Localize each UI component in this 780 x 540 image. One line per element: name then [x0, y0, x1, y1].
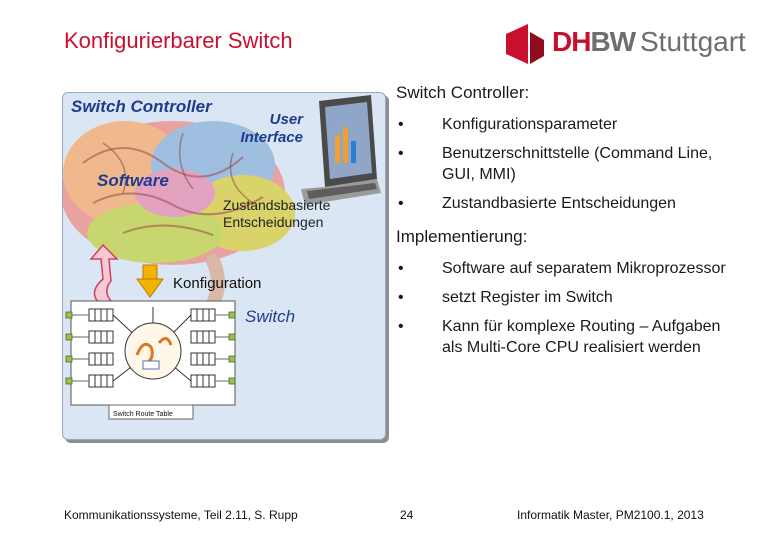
list-item-text: Konfigurationsparameter: [442, 116, 618, 133]
label-switch-route-table: Switch Route Table: [113, 411, 173, 418]
laptop-icon: [301, 95, 381, 205]
bullet: •: [398, 260, 404, 277]
brain-icon: [63, 121, 295, 332]
label-zustand-line2: Entscheidungen: [223, 214, 324, 230]
list-item-text: Software auf separatem Mikroprozessor: [442, 260, 726, 277]
bullet: •: [398, 195, 404, 212]
bullet: •: [398, 289, 404, 306]
logo-wordmark-dh: DH: [552, 26, 591, 57]
label-konfiguration: Konfiguration: [173, 275, 262, 292]
list-item-text: setzt Register im Switch: [442, 289, 613, 306]
label-switch-controller: Switch Controller: [71, 97, 212, 116]
switch-controller-diagram: Switch Controller User Interface Softwar…: [62, 92, 386, 440]
heading-implementierung: Implementierung:: [396, 227, 528, 246]
diagram-graphics: [63, 95, 381, 420]
logo-city: Stuttgart: [640, 26, 746, 57]
dhbw-logo: DHBW Stuttgart: [500, 20, 750, 68]
list-item-text: Kann für komplexe Routing – Aufgaben als…: [442, 318, 721, 356]
bullet: •: [398, 116, 404, 133]
label-user-interface: User Interface: [229, 111, 303, 147]
footer-course: Kommunikationssysteme, Teil 2.11, S. Rup…: [64, 508, 298, 522]
down-arrow-icon: [136, 264, 164, 298]
list-item-text: Benutzerschnittstelle (Command Line, GUI…: [442, 145, 713, 183]
content-panel: Switch Controller: • Konfigurationsparame…: [396, 82, 726, 366]
footer-program: Informatik Master, PM2100.1, 2013: [517, 508, 704, 522]
label-zustand-line1: Zustandsbasierte: [223, 197, 331, 213]
list-item: • Konfigurationsparameter: [396, 114, 726, 135]
label-software: Software: [97, 171, 169, 190]
list-item: • Software auf separatem Mikroprozessor: [396, 258, 726, 279]
logo-wordmark: DHBW: [552, 26, 636, 58]
slide-title: Konfigurierbarer Switch: [64, 28, 293, 53]
list-item: • setzt Register im Switch: [396, 287, 726, 308]
heading-switch-controller: Switch Controller:: [396, 83, 530, 102]
list-item: • Benutzerschnittstelle (Command Line, GU…: [396, 143, 726, 185]
dhbw-logo-mark-icon: [506, 24, 544, 64]
label-user-interface-line1: User: [269, 111, 303, 128]
switch-icon: [65, 300, 236, 420]
list-item-text: Zustandbasierte Entscheidungen: [442, 195, 676, 212]
label-switch: Switch: [245, 307, 296, 326]
list-item: • Kann für komplexe Routing – Aufgaben al…: [396, 316, 726, 358]
label-user-interface-line2: Interface: [240, 129, 303, 146]
bullet: •: [398, 318, 404, 335]
footer-page-number: 24: [400, 508, 414, 522]
label-zustandsbasierte-entscheidungen: Zustandsbasierte Entscheidungen: [223, 197, 330, 231]
bullet: •: [398, 145, 404, 162]
list-item: • Zustandbasierte Entscheidungen: [396, 193, 726, 214]
logo-wordmark-bw: BW: [590, 26, 636, 57]
